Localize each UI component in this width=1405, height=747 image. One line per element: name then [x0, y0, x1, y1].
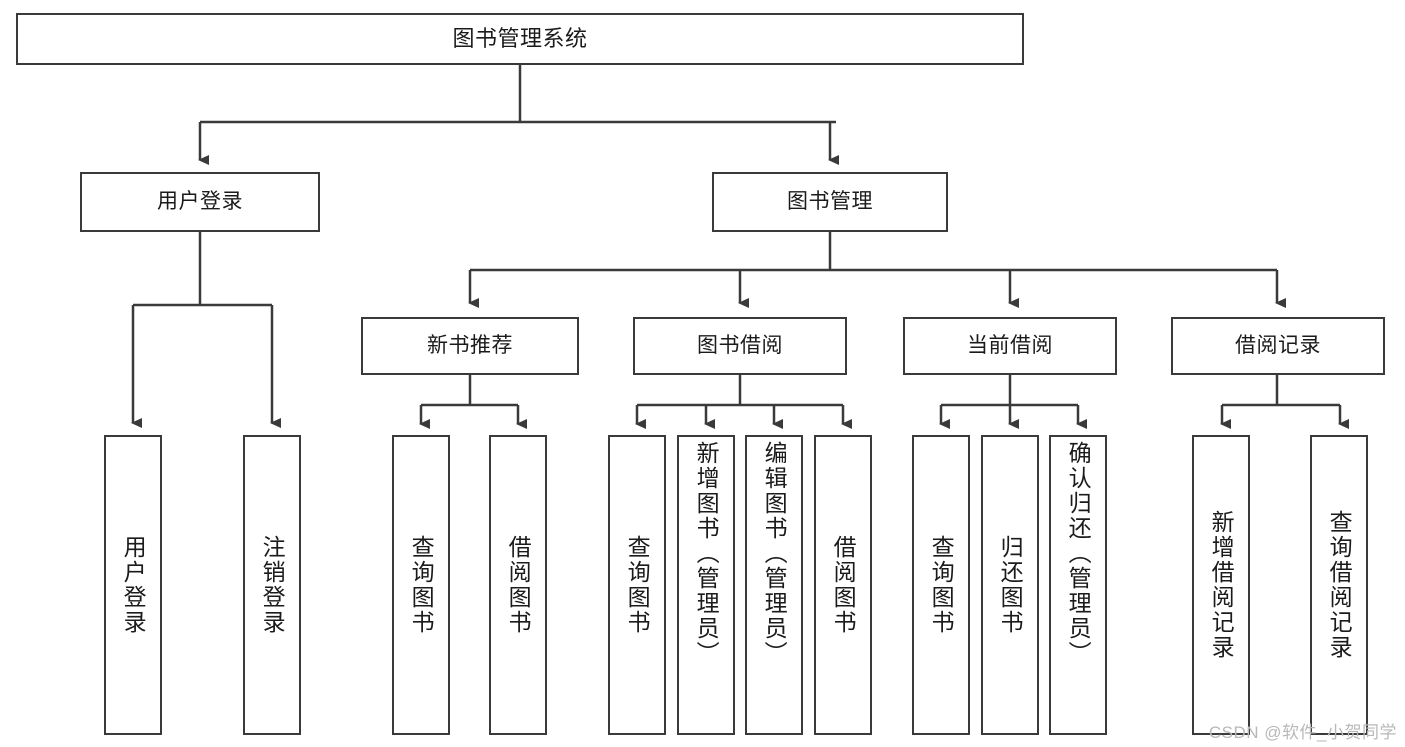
- node-label: 图书管理: [787, 189, 873, 213]
- leaf-add-borrow-record[interactable]: 新增借阅记录: [1192, 435, 1250, 735]
- node-book-management-system[interactable]: 图书管理系统: [16, 13, 1024, 65]
- node-label: 图书借阅: [697, 333, 783, 357]
- leaf-confirm-return-admin[interactable]: 确认归还（管理员）: [1049, 435, 1107, 735]
- leaf-add-book-admin[interactable]: 新增图书（管理员）: [677, 435, 735, 735]
- leaf-logout[interactable]: 注销登录: [243, 435, 301, 735]
- node-label: 查询图书: [408, 535, 435, 635]
- node-book-management[interactable]: 图书管理: [712, 172, 948, 232]
- leaf-query-book-current[interactable]: 查询图书: [912, 435, 970, 735]
- node-label: 编辑图书（管理员）: [761, 441, 788, 666]
- leaf-edit-book-admin[interactable]: 编辑图书（管理员）: [745, 435, 803, 735]
- leaf-query-book-recommend[interactable]: 查询图书: [392, 435, 450, 735]
- node-label: 查询图书: [928, 535, 955, 635]
- node-label: 当前借阅: [967, 333, 1053, 357]
- node-label: 归还图书: [997, 535, 1024, 635]
- node-book-borrow[interactable]: 图书借阅: [633, 317, 847, 375]
- node-label: 注销登录: [259, 535, 286, 635]
- leaf-query-borrow-record[interactable]: 查询借阅记录: [1310, 435, 1368, 735]
- node-label: 用户登录: [120, 535, 147, 635]
- leaf-query-book-borrow[interactable]: 查询图书: [608, 435, 666, 735]
- leaf-borrow-book-recommend[interactable]: 借阅图书: [489, 435, 547, 735]
- node-label: 新书推荐: [427, 333, 513, 357]
- node-label: 用户登录: [157, 189, 243, 213]
- node-label: 图书管理系统: [452, 26, 588, 52]
- leaf-user-login[interactable]: 用户登录: [104, 435, 162, 735]
- node-label: 新增图书（管理员）: [693, 441, 720, 666]
- node-label: 借阅图书: [830, 535, 857, 635]
- node-label: 查询图书: [624, 535, 651, 635]
- node-current-borrow[interactable]: 当前借阅: [903, 317, 1117, 375]
- leaf-return-book[interactable]: 归还图书: [981, 435, 1039, 735]
- node-label: 新增借阅记录: [1208, 510, 1235, 660]
- watermark: CSDN @软件_小贺同学: [1208, 723, 1397, 742]
- node-borrow-record[interactable]: 借阅记录: [1171, 317, 1385, 375]
- leaf-borrow-book[interactable]: 借阅图书: [814, 435, 872, 735]
- node-new-book-recommend[interactable]: 新书推荐: [361, 317, 579, 375]
- node-label: 借阅图书: [505, 535, 532, 635]
- node-label: 查询借阅记录: [1326, 510, 1353, 660]
- node-user-login[interactable]: 用户登录: [80, 172, 320, 232]
- node-label: 确认归还（管理员）: [1065, 441, 1092, 666]
- node-label: 借阅记录: [1235, 333, 1321, 357]
